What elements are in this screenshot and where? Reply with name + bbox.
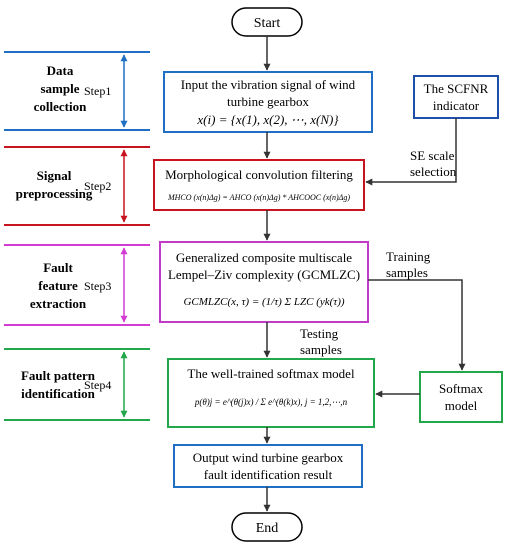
trained-title: The well-trained softmax model [187, 366, 355, 381]
step3-label: Step3 [84, 279, 111, 293]
input-box-formula: x(i) = {x(1), x(2), ⋯, x(N)} [196, 112, 339, 127]
testing-line1: Testing [300, 326, 339, 341]
step4-title-line1: Fault pattern [21, 368, 96, 383]
trained-formula: p(θ)j = e^(θ(j)x) / Σ e^(θ(k)x), j = 1,2… [194, 397, 348, 407]
trained-softmax-box [167, 358, 375, 428]
softmax-model-box [419, 371, 503, 423]
morph-title: Morphological convolution filtering [165, 167, 353, 182]
end-terminal [231, 512, 303, 542]
step4-label: Step4 [84, 378, 111, 392]
morph-filtering-box [153, 159, 365, 211]
step1-title-line3: collection [34, 99, 87, 114]
se-scale-line2: selection [410, 164, 457, 179]
arrow-scfnr-to-morph [365, 118, 457, 186]
gcmlzc-line2: Lempel–Ziv complexity (GCMLZC) [168, 267, 360, 282]
step3-title-line1: Fault [43, 260, 73, 275]
softmax-line2: model [445, 398, 478, 413]
scfnr-indicator-box [413, 75, 499, 119]
scfnr-line2: indicator [433, 98, 480, 113]
step2-group: Signal preprocessing Step2 [4, 146, 150, 226]
scfnr-line1: The SCFNR [424, 81, 489, 96]
output-line1: Output wind turbine gearbox [193, 450, 344, 465]
input-box-line2: turbine gearbox [227, 94, 309, 109]
step1-label: Step1 [84, 84, 111, 98]
output-result-box [173, 444, 363, 488]
start-label: Start [254, 16, 281, 31]
step1-group: Data sample collection Step1 [4, 51, 150, 131]
gcmlzc-formula: GCMLZC(x, τ) = (1/τ) Σ LZC (yk(τ)) [183, 296, 344, 308]
training-line1: Training [386, 249, 431, 264]
step3-title-line2: feature [38, 278, 78, 293]
step4-title-line2: identification [21, 386, 95, 401]
softmax-line1: Softmax [439, 381, 484, 396]
step4-group: Fault pattern identification Step4 [4, 348, 150, 421]
end-label: End [256, 521, 279, 536]
gcmlzc-line1: Generalized composite multiscale [176, 250, 352, 265]
input-box-line1: Input the vibration signal of wind [181, 77, 356, 92]
step1-title-line2: sample [41, 81, 80, 96]
gcmlzc-box [159, 241, 369, 323]
testing-line2: samples [300, 342, 342, 357]
step3-group: Fault feature extraction Step3 [4, 244, 150, 326]
input-signal-box [163, 71, 373, 133]
step2-title-line1: Signal [37, 168, 72, 183]
step1-title-line1: Data [47, 63, 74, 78]
training-line2: samples [386, 265, 428, 280]
morph-formula: MHCO (x(n)Δg) = AHCO (x(n)Δg) * AHCOOC (… [167, 193, 350, 202]
se-scale-line1: SE scale [410, 148, 455, 163]
arrow-gcmlzc-to-softmax [368, 279, 466, 371]
output-line2: fault identification result [204, 467, 333, 482]
step2-title-line2: preprocessing [16, 186, 93, 201]
step3-title-line3: extraction [30, 296, 87, 311]
step2-label: Step2 [84, 179, 111, 193]
